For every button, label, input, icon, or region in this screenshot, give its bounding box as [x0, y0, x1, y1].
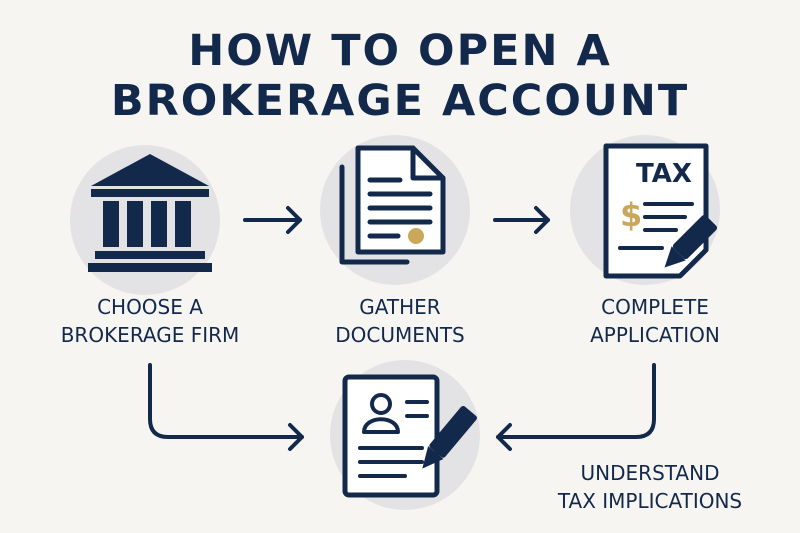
bank-building-icon	[88, 154, 212, 272]
dollar-sign-icon: $	[620, 196, 642, 234]
title-line-1: HOW TO OPEN A	[188, 26, 612, 76]
arrow-step2-to-step3	[493, 206, 550, 234]
arrow-step1-to-step4	[148, 363, 304, 451]
step1-label-line1: CHOOSE A	[97, 295, 203, 319]
step2-label-line1: GATHER	[359, 295, 441, 319]
step3-label: COMPLETE APPLICATION	[570, 293, 740, 349]
tax-form-icon: TAX $	[603, 143, 718, 279]
step2-label-line2: DOCUMENTS	[335, 323, 465, 347]
step4-label: UNDERSTAND TAX IMPLICATIONS	[545, 459, 755, 515]
arrow-step3-to-step4	[496, 363, 656, 451]
title-line-2: BROKERAGE ACCOUNT	[110, 76, 690, 126]
documents-icon	[339, 145, 446, 265]
step1-label-line2: BROKERAGE FIRM	[60, 323, 240, 347]
step4-label-line1: UNDERSTAND	[580, 461, 720, 485]
step1-label: CHOOSE A BROKERAGE FIRM	[60, 293, 240, 349]
step2-label: GATHER DOCUMENTS	[310, 293, 490, 349]
tax-form-heading: TAX	[636, 159, 692, 189]
arrow-step1-to-step2	[243, 206, 302, 234]
step4-label-line2: TAX IMPLICATIONS	[557, 489, 743, 513]
step3-label-line1: COMPLETE	[601, 295, 709, 319]
step3-label-line2: APPLICATION	[590, 323, 720, 347]
profile-form-icon	[342, 374, 477, 498]
pen-icon	[422, 405, 477, 469]
